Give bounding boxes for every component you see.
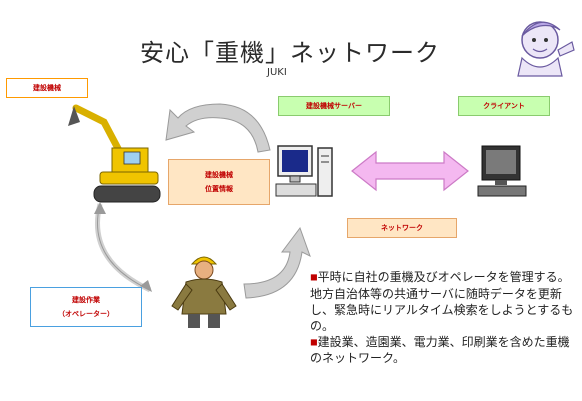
mascot-illustration	[517, 21, 575, 77]
report-curved-arrow	[243, 226, 311, 299]
link-curved-arrow	[94, 202, 152, 293]
client-label: クライアント	[458, 96, 550, 116]
bullet-icon: ■	[310, 272, 318, 282]
upload-curved-arrow	[165, 103, 271, 153]
server-label: 建設機械サーバー	[278, 96, 390, 116]
client-computer-icon	[477, 145, 527, 197]
diagram-title: 安心「重機」ネットワーク	[140, 39, 440, 67]
construction-machine-label: 建設機械	[6, 78, 88, 98]
machine-info-box: 建設機械 位置情報	[168, 159, 270, 205]
machine-info-line1: 建設機械	[205, 171, 233, 179]
machine-info-line2: 位置情報	[205, 185, 233, 193]
server-computer-icon	[275, 145, 333, 197]
description-paragraph-2: ■建設業、造園業、電力業、印刷業を含めた重機のネットワーク。	[310, 334, 580, 367]
description-paragraph-1: ■平時に自社の重機及びオペレータを管理する。地方自治体等の共通サーバに随時データ…	[310, 269, 580, 334]
network-label: ネットワーク	[347, 218, 457, 238]
diagram-subtitle: JUKI	[267, 67, 287, 78]
network-double-arrow	[351, 150, 469, 192]
description-para2-text: 建設業、造園業、電力業、印刷業を含めた重機のネットワーク。	[310, 334, 570, 366]
operator-line2: （オペレーター）	[58, 310, 114, 318]
excavator-illustration	[68, 104, 161, 203]
worker-illustration	[171, 256, 237, 328]
operator-label-box: 建設作業 （オペレーター）	[30, 287, 142, 327]
description-para1-text: 平時に自社の重機及びオペレータを管理する。地方自治体等の共通サーバに随時データを…	[310, 270, 574, 333]
bullet-icon: ■	[310, 337, 318, 346]
operator-line1: 建設作業	[72, 296, 100, 304]
description-text: ■平時に自社の重機及びオペレータを管理する。地方自治体等の共通サーバに随時データ…	[310, 269, 580, 366]
